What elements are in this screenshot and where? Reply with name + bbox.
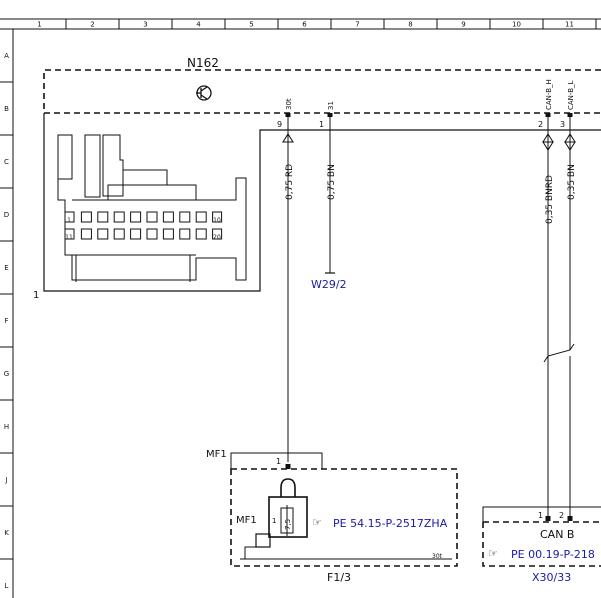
row-label-G: G <box>4 370 9 378</box>
column-label-9: 9 <box>461 21 465 29</box>
row-label-D: D <box>4 211 9 219</box>
connector-ref: 1 <box>33 290 39 301</box>
connector-cavity <box>212 211 223 223</box>
pin-1-terminal[interactable]: 31 1 <box>319 101 335 130</box>
can-pin-2: 2 <box>559 511 564 520</box>
connector-cavity <box>64 211 75 223</box>
fuse-icon: 7,5 1 <box>244 478 308 559</box>
connector-outline <box>43 113 601 292</box>
row-label-A: A <box>4 52 9 60</box>
wire-can-l-label: 0,35 BN <box>567 164 577 200</box>
connector-cavity <box>179 228 191 240</box>
cavity-label-11: 11 <box>65 234 73 241</box>
connector-cavity <box>113 211 125 223</box>
connector-cavity <box>97 228 109 240</box>
pin-3-name: CAN-B_L <box>567 81 575 110</box>
column-label-6: 6 <box>302 21 307 29</box>
fuse-doc-ref[interactable]: PE 54.15-P-2517ZHA <box>333 517 448 530</box>
ground-link[interactable]: W29/2 <box>311 278 347 291</box>
pointing-hand-icon: ☞ <box>312 516 322 529</box>
wire-31-label: 0,75 BN <box>327 164 337 200</box>
wire-31[interactable]: 0,75 BN <box>325 130 337 274</box>
pin-2-number: 2 <box>538 120 543 129</box>
can-label: CAN B <box>540 528 574 541</box>
fuse-block[interactable]: MF1 1 7,5 1 MF1 30t ☞ PE 54.15-P-2517ZHA <box>206 449 458 567</box>
column-label-1: 1 <box>37 21 41 29</box>
cavity-label-10: 10 <box>213 217 221 224</box>
row-label-J: J <box>4 476 7 484</box>
pin-3-terminal[interactable]: CAN-B_L 3 <box>560 81 575 130</box>
transistor-icon <box>196 85 212 101</box>
wire-can-h-label: 0,35 BNRD <box>545 175 555 224</box>
connector-cavity <box>64 228 75 240</box>
connector-cavity <box>162 211 174 223</box>
column-label-11: 11 <box>565 21 574 29</box>
component-ref: N162 <box>187 56 219 70</box>
pin-2-name: CAN-B_H <box>545 79 553 110</box>
row-label-B: B <box>4 105 9 113</box>
connector-cavity <box>212 228 223 240</box>
connector-cavity <box>146 228 158 240</box>
connector-cavity <box>195 211 207 223</box>
pin-9-number: 9 <box>277 120 282 129</box>
row-label-H: H <box>4 423 9 431</box>
row-label-F: F <box>4 317 8 325</box>
column-label-7: 7 <box>355 21 359 29</box>
row-label-C: C <box>4 158 9 166</box>
fuse-terminal: 30t <box>432 553 443 560</box>
column-label-4: 4 <box>196 21 201 29</box>
row-label-E: E <box>4 264 8 272</box>
fuse-block-ref: F1/3 <box>327 571 351 584</box>
connector-cavity <box>130 211 142 223</box>
pin-1-name: 31 <box>327 101 335 110</box>
wire-can-h[interactable]: 0,35 BNRD <box>542 130 555 516</box>
column-label-8: 8 <box>408 21 412 29</box>
row-label-K: K <box>4 529 9 537</box>
fuse-inner-pin: 1 <box>272 517 276 525</box>
can-connector[interactable]: 1 2 CAN B ☞ PE 00.19-P-218 <box>482 506 601 567</box>
pin-9-terminal[interactable]: 30t 9 <box>277 98 293 130</box>
row-label-L: L <box>5 582 9 590</box>
fuse-connector-ref: MF1 <box>206 449 227 460</box>
column-label-3: 3 <box>143 21 147 29</box>
connector-cavity <box>97 211 109 223</box>
wire-30t[interactable]: 0,75 RD <box>282 130 295 462</box>
connector-cavity <box>113 228 125 240</box>
connector-cavity <box>179 211 191 223</box>
can-doc-ref[interactable]: PE 00.19-P-218 <box>511 548 595 561</box>
pointing-hand-icon: ☞ <box>488 547 498 560</box>
cavity-label-1: 1 <box>67 217 71 224</box>
n162-component[interactable]: N162 <box>43 56 601 114</box>
column-label-2: 2 <box>90 21 94 29</box>
connector-cavity <box>146 211 158 223</box>
cavity-label-20: 20 <box>213 234 221 241</box>
fuse-inner-connector: MF1 <box>236 515 257 526</box>
connector-cavity <box>80 211 92 223</box>
pin-1-number: 1 <box>319 120 324 129</box>
fuse-doc-link[interactable]: ☞ PE 54.15-P-2517ZHA <box>312 516 448 530</box>
pin-9-name: 30t <box>285 98 293 110</box>
fuse-pin: 1 <box>276 457 281 466</box>
can-pin-1: 1 <box>538 511 543 520</box>
column-label-10: 10 <box>512 21 521 29</box>
can-connector-ref[interactable]: X30/33 <box>532 571 571 584</box>
connector-cavity <box>162 228 174 240</box>
connector-cavity <box>195 228 207 240</box>
wire-can-l[interactable]: 0,35 BN <box>564 130 577 516</box>
wire-30t-label: 0,75 RD <box>285 164 295 200</box>
column-label-5: 5 <box>249 21 253 29</box>
connector-cavity <box>130 228 142 240</box>
connector-drawing <box>57 134 247 282</box>
pin-2-terminal[interactable]: CAN-B_H 2 <box>538 79 553 130</box>
can-doc-link[interactable]: ☞ PE 00.19-P-218 <box>488 547 595 561</box>
connector-cavity <box>80 228 92 240</box>
fuse-rating: 7,5 <box>284 519 292 530</box>
twisted-pair-marker <box>543 343 575 363</box>
pin-3-number: 3 <box>560 120 565 129</box>
pin-terminals: 30t 9 31 1 CAN-B_H 2 CAN-B_L 3 <box>277 79 575 130</box>
